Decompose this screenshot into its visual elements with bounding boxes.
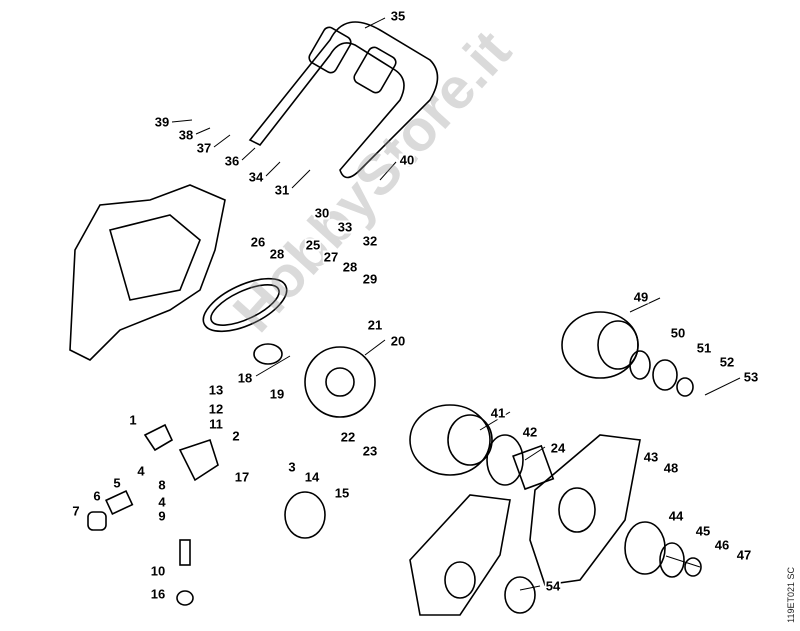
part-number-label: 19 — [268, 386, 286, 402]
part-number-label: 32 — [361, 233, 379, 249]
part-number-label: 52 — [718, 354, 736, 370]
part-number-label: 1 — [128, 412, 138, 428]
part-number-label: 30 — [313, 205, 331, 221]
part-number-label: 44 — [667, 508, 685, 524]
part-number-label: 23 — [361, 443, 379, 459]
part-number-label: 29 — [361, 271, 379, 287]
part-number-label: 27 — [322, 249, 340, 265]
part-number-label: 53 — [742, 369, 760, 385]
part-number-label: 45 — [694, 523, 712, 539]
part-number-label: 8 — [157, 477, 167, 493]
part-number-label: 17 — [233, 469, 251, 485]
part-number-label: 28 — [341, 259, 359, 275]
part-number-label: 22 — [339, 429, 357, 445]
part-number-label: 50 — [669, 325, 687, 341]
part-number-label: 38 — [177, 127, 195, 143]
part-number-label: 15 — [333, 485, 351, 501]
part-number-label: 36 — [223, 153, 241, 169]
part-number-label: 43 — [642, 449, 660, 465]
part-number-label: 2 — [231, 428, 241, 444]
part-number-label: 18 — [236, 370, 254, 386]
part-number-label: 39 — [153, 114, 171, 130]
part-number-label: 51 — [695, 340, 713, 356]
part-number-label: 46 — [713, 537, 731, 553]
part-number-label: 14 — [303, 469, 321, 485]
part-number-label: 4 — [136, 463, 146, 479]
part-number-label: 40 — [398, 152, 416, 168]
part-number-label: 21 — [366, 317, 384, 333]
part-number-label: 54 — [544, 578, 562, 594]
part-number-label: 5 — [112, 475, 122, 491]
part-number-label: 11 — [208, 416, 224, 432]
part-number-label: 28 — [268, 246, 286, 262]
drawing-code: 119ET021 SC — [786, 567, 796, 623]
part-number-label: 16 — [149, 586, 167, 602]
part-number-label: 9 — [157, 508, 167, 524]
part-number-label: 49 — [632, 289, 650, 305]
part-number-label: 7 — [71, 503, 81, 519]
part-number-label: 24 — [549, 440, 567, 456]
part-number-label: 41 — [489, 405, 507, 421]
part-number-label: 20 — [389, 333, 407, 349]
part-number-label: 35 — [389, 8, 407, 24]
part-number-label: 34 — [247, 169, 265, 185]
part-number-label: 26 — [249, 234, 267, 250]
part-number-label: 37 — [195, 140, 213, 156]
part-number-label: 12 — [207, 401, 225, 417]
part-number-label: 10 — [149, 563, 167, 579]
part-number-label: 3 — [287, 459, 297, 475]
part-number-label: 31 — [273, 182, 291, 198]
part-number-label: 48 — [662, 460, 680, 476]
part-number-label: 42 — [521, 424, 539, 440]
part-number-label: 13 — [207, 382, 225, 398]
part-number-label: 6 — [92, 488, 102, 504]
part-number-label: 4 — [157, 494, 167, 510]
part-number-label: 47 — [735, 547, 753, 563]
part-number-label: 33 — [336, 219, 354, 235]
part-number-label: 25 — [304, 237, 322, 253]
